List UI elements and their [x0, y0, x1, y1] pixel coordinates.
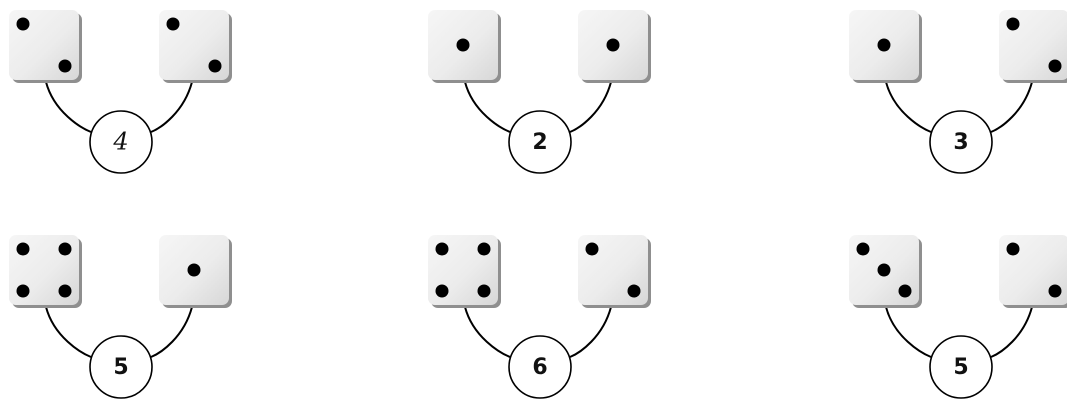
die-pip	[585, 242, 599, 256]
left-die	[9, 235, 82, 308]
dice-sum-group: 5	[849, 235, 1067, 399]
die-pip	[16, 17, 30, 31]
right-die	[159, 235, 232, 308]
sum-circle	[929, 335, 993, 399]
sum-value: 3	[953, 130, 968, 155]
left-die	[849, 10, 922, 83]
die-pip	[856, 242, 870, 256]
left-die	[428, 235, 501, 308]
sum-value: 4	[112, 128, 128, 156]
connector-line	[885, 81, 1033, 133]
right-die	[999, 235, 1067, 308]
die-pip	[166, 17, 180, 31]
right-die	[999, 10, 1067, 83]
sum-circle	[89, 110, 153, 174]
dice-sum-group: 4	[9, 10, 232, 174]
die-pip	[58, 284, 72, 298]
connector-line	[464, 306, 612, 358]
die-pip	[58, 59, 72, 73]
die-pip	[877, 263, 891, 277]
connector-line	[885, 306, 1033, 358]
right-die	[578, 10, 651, 83]
die-pip	[898, 284, 912, 298]
die-pip	[435, 242, 449, 256]
sum-circle	[508, 110, 572, 174]
sum-circle	[929, 110, 993, 174]
die-pip	[16, 242, 30, 256]
sum-value: 6	[532, 355, 547, 380]
die-pip	[58, 242, 72, 256]
connector-line	[45, 81, 193, 133]
die-pip	[208, 59, 222, 73]
die-pip	[1006, 242, 1020, 256]
sum-circle	[89, 335, 153, 399]
right-die	[578, 235, 651, 308]
die-pip	[877, 38, 891, 52]
die-pip	[16, 284, 30, 298]
die-pip	[606, 38, 620, 52]
left-die	[849, 235, 922, 308]
dice-sum-group: 3	[849, 10, 1067, 174]
sum-circle	[508, 335, 572, 399]
sum-value: 5	[953, 355, 968, 380]
right-die	[159, 10, 232, 83]
connector-line	[45, 306, 193, 358]
left-die	[9, 10, 82, 83]
die-pip	[456, 38, 470, 52]
left-die	[428, 10, 501, 83]
sum-value: 5	[113, 355, 128, 380]
connector-line	[464, 81, 612, 133]
sum-value: 2	[532, 130, 547, 155]
dice-sum-group: 6	[428, 235, 651, 399]
die-pip	[477, 242, 491, 256]
die-pip	[187, 263, 201, 277]
die-pip	[435, 284, 449, 298]
die-pip	[477, 284, 491, 298]
dice-sum-group: 5	[9, 235, 232, 399]
die-pip	[1048, 59, 1062, 73]
dice-sum-group: 2	[428, 10, 651, 174]
die-pip	[1006, 17, 1020, 31]
die-pip	[1048, 284, 1062, 298]
die-pip	[627, 284, 641, 298]
